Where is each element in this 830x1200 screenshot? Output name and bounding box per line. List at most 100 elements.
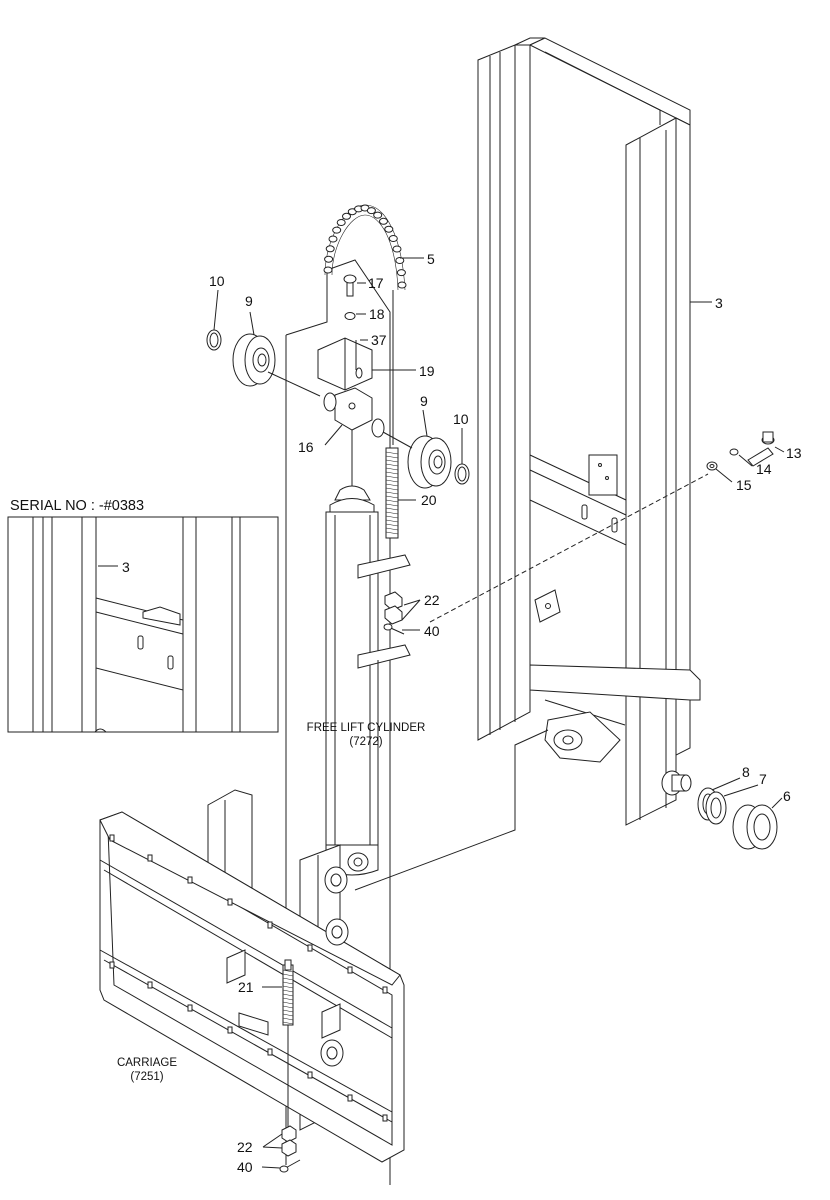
carriage-bolt bbox=[227, 898, 233, 906]
chain-link bbox=[332, 226, 342, 234]
carriage-bolt bbox=[227, 1026, 233, 1034]
thread-line bbox=[385, 475, 399, 479]
chain-link bbox=[366, 207, 376, 215]
free-lift-caption-line2: (7272) bbox=[349, 736, 383, 749]
chain-link bbox=[397, 281, 407, 289]
callout-14: 14 bbox=[756, 461, 772, 477]
callout-37: 37 bbox=[371, 332, 387, 348]
roller-9-left bbox=[232, 333, 276, 387]
chain-link bbox=[379, 217, 388, 225]
carriage-bolt bbox=[187, 876, 193, 884]
callout-3: 3 bbox=[715, 295, 723, 311]
carriage bbox=[99, 789, 405, 1163]
thread-line bbox=[385, 491, 399, 495]
chain-link bbox=[395, 257, 405, 264]
carriage-bolt bbox=[382, 986, 388, 994]
carriage-bolt bbox=[187, 1004, 193, 1012]
chain-link bbox=[384, 225, 394, 233]
thread-line bbox=[385, 479, 399, 483]
callout-40-upper: 40 bbox=[424, 623, 440, 639]
carriage-bolt bbox=[109, 961, 115, 969]
callout-9-left: 9 bbox=[245, 293, 253, 309]
callout-18: 18 bbox=[369, 306, 385, 322]
thread-line bbox=[385, 471, 399, 475]
thread-line bbox=[385, 463, 399, 467]
callout-13: 13 bbox=[786, 445, 802, 461]
carriage-bolt bbox=[347, 1094, 353, 1102]
free-lift-caption-line1: FREE LIFT CYLINDER bbox=[306, 722, 426, 734]
thread-line bbox=[385, 487, 399, 491]
thread-line bbox=[282, 1001, 294, 1005]
callout-10-right: 10 bbox=[453, 411, 469, 427]
bolt-13 bbox=[706, 431, 775, 471]
thread-line bbox=[282, 985, 294, 989]
thread-line bbox=[385, 511, 399, 515]
carriage-bolt bbox=[109, 834, 115, 842]
chain-link bbox=[396, 269, 406, 277]
callout-16: 16 bbox=[298, 439, 314, 455]
carriage-bolt bbox=[307, 944, 313, 952]
chain-anchor-21 bbox=[282, 959, 294, 1026]
callout-5: 5 bbox=[427, 251, 435, 267]
inset-callout-3: 3 bbox=[122, 559, 130, 575]
carriage-caption: CARRIAGE (7251) bbox=[108, 1056, 186, 1085]
free-lift-cylinder-caption: FREE LIFT CYLINDER (7272) bbox=[298, 721, 434, 750]
carriage-bolt bbox=[382, 1114, 388, 1122]
callout-17: 17 bbox=[368, 275, 384, 291]
thread-line bbox=[385, 515, 399, 519]
chain-link bbox=[373, 211, 383, 219]
chain-link bbox=[342, 212, 351, 220]
thread-line bbox=[385, 507, 399, 511]
leader-lines bbox=[98, 257, 785, 1169]
callout-22-lower: 22 bbox=[237, 1139, 253, 1155]
thread-line bbox=[385, 523, 399, 527]
thread-line bbox=[385, 503, 399, 507]
carriage-bolt bbox=[267, 921, 273, 929]
chain-link bbox=[388, 235, 398, 242]
thread-line bbox=[385, 451, 399, 455]
callout-7: 7 bbox=[759, 771, 767, 787]
carriage-bolt bbox=[147, 854, 153, 862]
roller-9-right bbox=[407, 435, 452, 489]
chain-link bbox=[336, 219, 346, 226]
thread-line bbox=[385, 483, 399, 487]
thread-line bbox=[282, 969, 294, 973]
thread-line bbox=[282, 973, 294, 977]
chain-link bbox=[325, 245, 335, 253]
carriage-bolt bbox=[267, 1048, 273, 1056]
callout-21: 21 bbox=[238, 979, 254, 995]
chain-anchor-20 bbox=[385, 447, 399, 539]
callout-9-right: 9 bbox=[420, 393, 428, 409]
callout-15: 15 bbox=[736, 477, 752, 493]
thread-line bbox=[282, 997, 294, 1001]
thread-line bbox=[385, 531, 399, 535]
thread-line bbox=[385, 467, 399, 471]
chain-link bbox=[328, 235, 338, 243]
bearing-6 bbox=[697, 787, 778, 850]
carriage-caption-line2: (7251) bbox=[130, 1071, 164, 1084]
inset-detail bbox=[7, 516, 279, 733]
thread-line bbox=[282, 1013, 294, 1017]
thread-line bbox=[282, 977, 294, 981]
carriage-bolt bbox=[147, 981, 153, 989]
callout-22-upper: 22 bbox=[424, 592, 440, 608]
thread-line bbox=[385, 527, 399, 531]
thread-line bbox=[385, 455, 399, 459]
callout-8: 8 bbox=[742, 764, 750, 780]
thread-line bbox=[385, 459, 399, 463]
chain bbox=[323, 204, 407, 291]
serial-number-label: SERIAL NO : -#0383 bbox=[10, 498, 145, 514]
sheave-bracket bbox=[317, 337, 385, 438]
callout-6: 6 bbox=[783, 788, 791, 804]
thread-line bbox=[282, 1021, 294, 1025]
thread-line bbox=[282, 989, 294, 993]
chain-link bbox=[392, 245, 402, 253]
callout-40-lower: 40 bbox=[237, 1159, 253, 1175]
carriage-bolt bbox=[307, 1071, 313, 1079]
callout-19: 19 bbox=[419, 363, 435, 379]
callout-10-left: 10 bbox=[209, 273, 225, 289]
carriage-caption-line1: CARRIAGE bbox=[116, 1057, 178, 1069]
carriage-bolt bbox=[347, 966, 353, 974]
thread-line bbox=[385, 495, 399, 499]
